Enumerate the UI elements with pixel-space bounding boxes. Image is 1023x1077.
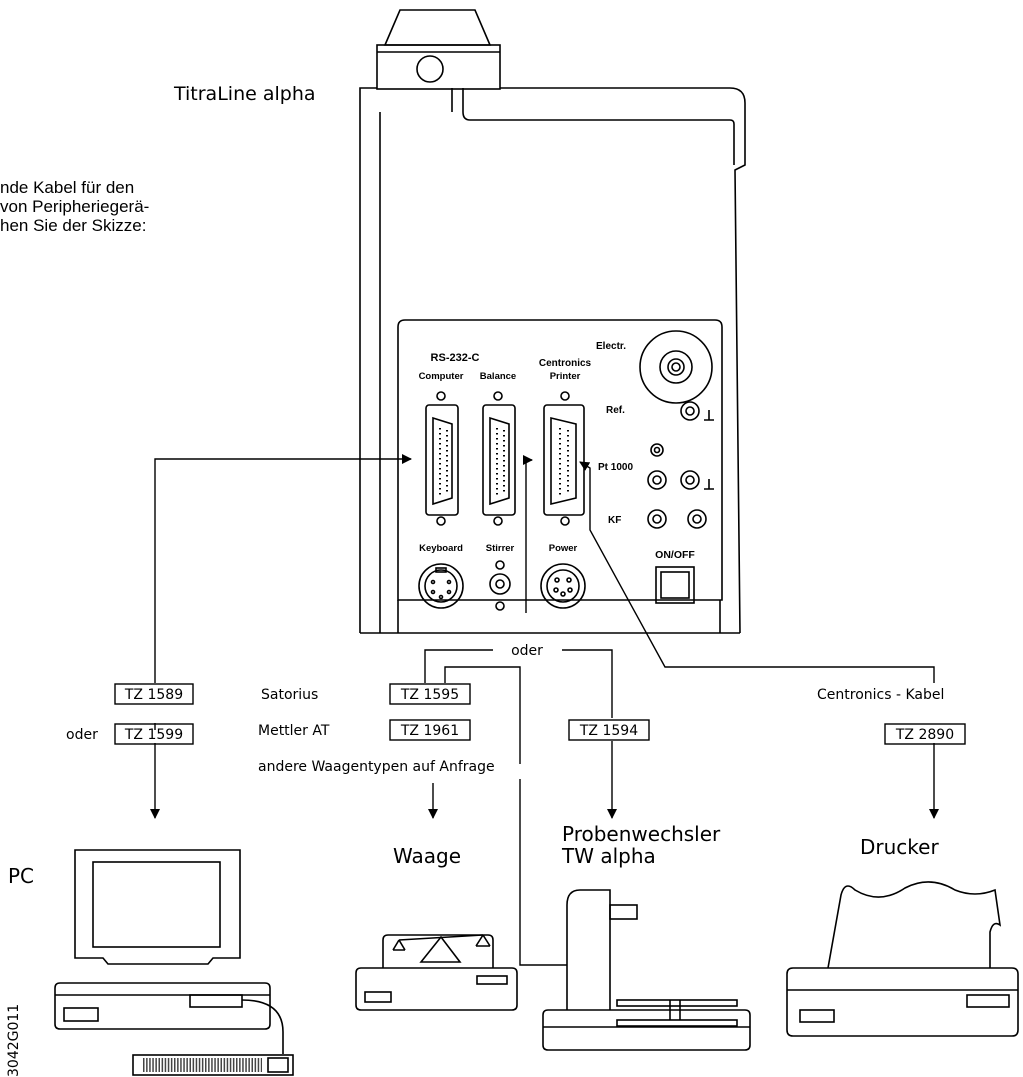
mettler-label: Mettler AT [258,723,330,739]
device-top-block [376,44,501,90]
rs232-label: RS-232-C [431,352,480,364]
cable-balance-feed [523,455,533,613]
balance-label: Balance [480,371,516,382]
device-name: TitraLine alpha [173,83,316,105]
tz2890-label: TZ 2890 [895,727,954,743]
cables [150,454,939,966]
ref-label: Ref. [606,405,625,416]
satorius-label: Satorius [261,687,318,703]
printer-paper [827,881,1002,969]
tz1595-label: TZ 1595 [400,687,459,703]
tz1589-label: TZ 1589 [124,687,183,703]
printer-label: Printer [550,371,581,382]
kf-sockets [647,509,707,529]
device-top-cap [383,9,492,46]
box-tz2890 [884,723,966,745]
power-socket [540,563,586,609]
titraline-device [359,9,746,634]
device-housing [359,87,746,634]
pc-drawing [54,849,294,1076]
cable-printer [579,461,935,683]
box-tz1589 [114,683,194,705]
box-tz1595 [389,683,471,705]
balance-body [382,934,494,968]
device-top-knob [416,55,444,83]
pc-monitor [74,849,241,965]
box-tz1594 [568,719,650,741]
printer-device-label: Drucker [860,835,939,859]
intro-line-3: hen Sie der Skizze: [0,216,147,235]
oder-top-label: oder [511,643,543,659]
tz1599-label: TZ 1599 [124,727,183,743]
cable-pc [154,454,412,683]
figure-id: 3042G011 [6,1004,22,1077]
labels: TitraLine alpha RS-232-C Centronics Comp… [6,83,954,1077]
keyboard-socket [418,563,464,609]
pc-label: PC [8,864,34,888]
power-label: Power [549,543,578,554]
stirrer-socket [489,560,511,611]
intro-line-1: nde Kabel für den [0,178,135,197]
cable-oder-bracket [424,649,613,718]
centronics-cable-label: Centronics - Kabel [817,687,944,703]
on-off-label: ON/OFF [655,549,695,561]
intro-line-2: von Peripheriegerä- [0,197,150,216]
balance-port [482,391,516,526]
balance-drawing [355,934,518,1011]
rear-panel [397,319,723,601]
pt1000-label: Pt 1000 [598,462,633,473]
pt1000-sockets [647,443,714,490]
keyboard-label: Keyboard [419,543,463,554]
pc-keyboard [132,1054,294,1076]
printer-port [543,391,585,526]
sampler-drawing [542,889,751,1051]
computer-label: Computer [419,371,464,382]
computer-port [425,391,459,526]
cable-boxes [114,683,966,745]
electr-label: Electr. [596,341,626,352]
port-pins [439,428,569,496]
ref-socket [680,401,714,421]
printer-drawing [786,881,1019,1037]
box-tz1599 [114,723,194,745]
electrode-socket [639,330,713,404]
on-off-switch [655,566,695,604]
stirrer-label: Stirrer [486,543,515,554]
sampler-label-2: TW alpha [561,844,656,868]
pc-or-label: oder [66,727,98,743]
sampler-label-1: Probenwechsler [562,822,721,846]
kf-label: KF [608,515,621,526]
other-balances-label: andere Waagentypen auf Anfrage [258,759,495,775]
tz1961-label: TZ 1961 [400,723,459,739]
cable-sampler [444,666,567,966]
box-tz1961 [389,719,471,741]
tz1594-label: TZ 1594 [579,723,638,739]
balance-device-label: Waage [393,844,461,868]
centronics-label: Centronics [539,358,592,369]
intro-text: nde Kabel für den von Peripheriegerä- he… [0,178,235,235]
sampler-column [566,889,611,1010]
